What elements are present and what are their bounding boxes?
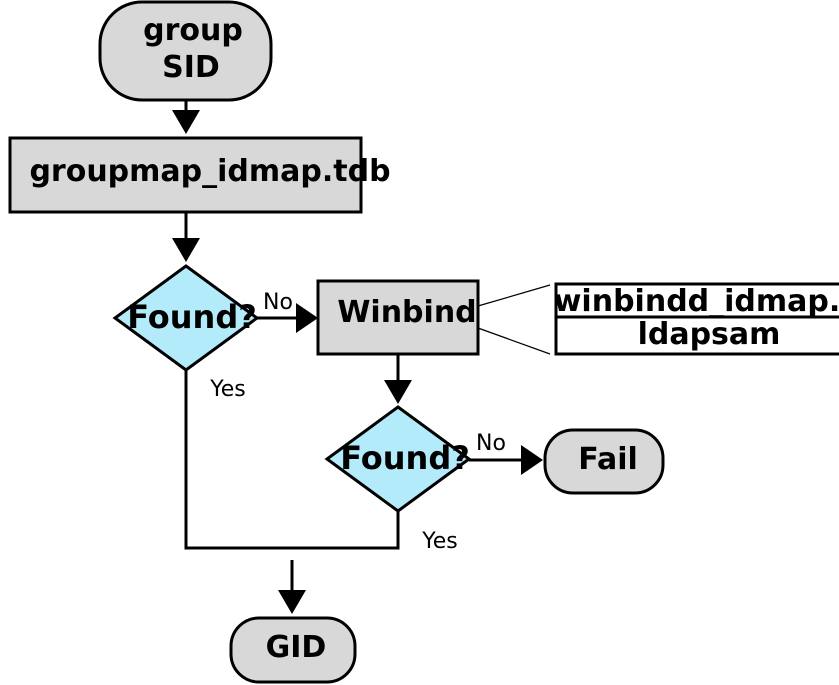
group-sid-line2: SID: [162, 50, 220, 85]
edge-groupmap-to-found1: [172, 212, 200, 262]
fail-node: Fail: [543, 428, 665, 495]
arrowhead: [521, 445, 543, 475]
edge-found1-no-to-winbind: No: [257, 290, 318, 333]
winbind-label: Winbind: [337, 295, 476, 330]
arrowhead: [296, 303, 318, 333]
winbind-shape: [316, 279, 480, 356]
gid-shape: [229, 616, 357, 684]
groupmap-idmap-label: groupmap_idmap.tdb: [29, 154, 390, 189]
arrowhead: [172, 110, 200, 134]
arrowhead: [172, 238, 200, 262]
callout-line-bottom: [477, 327, 551, 355]
found2-yes-label: Yes: [421, 529, 458, 554]
found-decision-1-label: Found?: [127, 298, 257, 336]
edge-winbind-to-found2: [384, 354, 412, 404]
gid-label: GID: [266, 630, 327, 665]
winbind-node: Winbind: [316, 279, 480, 356]
callout-line-top: [477, 284, 551, 307]
arrowhead: [278, 590, 306, 614]
winbindd-idmap-backend-node: winbindd_idmap. ldapsam: [554, 282, 839, 356]
found-decision-1: Found?: [112, 264, 260, 372]
fail-shape: [543, 428, 665, 495]
group-sid-node: group SID: [98, 0, 273, 102]
arrowhead: [384, 380, 412, 404]
group-sid-line1: group: [143, 13, 243, 48]
backend-line2: ldapsam: [638, 317, 781, 352]
edge-sid-to-groupmap: [172, 100, 200, 134]
gid-node: GID: [229, 616, 357, 684]
found2-no-label: No: [476, 431, 506, 456]
groupmap-idmap-shape: [8, 136, 363, 214]
edge-yes-paths-to-gid: Yes Yes: [184, 370, 458, 614]
backend-line1: winbindd_idmap.: [554, 284, 839, 319]
found1-yes-label: Yes: [209, 377, 246, 402]
backend-box: [554, 282, 839, 356]
found-decision-2: Found?: [324, 405, 472, 513]
found-decision-2-label: Found?: [340, 439, 470, 477]
edge-found2-no-to-fail: No: [469, 431, 543, 475]
fail-label: Fail: [578, 442, 638, 477]
groupmap-idmap-node: groupmap_idmap.tdb: [8, 136, 391, 214]
found1-no-label: No: [263, 290, 293, 315]
